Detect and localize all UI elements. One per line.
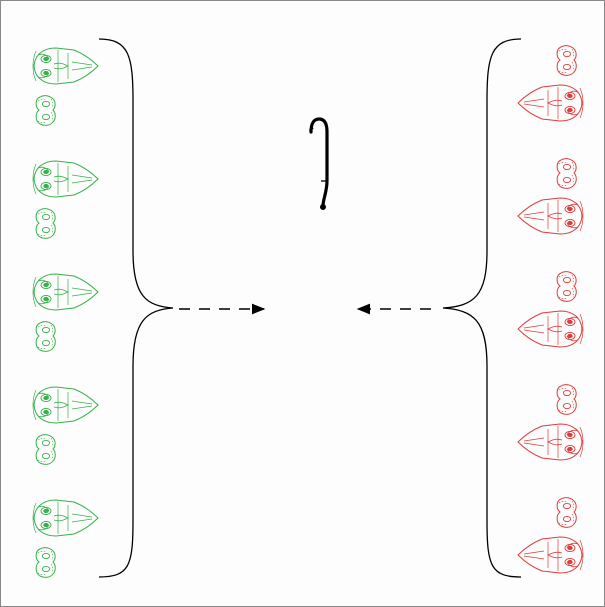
left-curly-brace xyxy=(99,39,173,577)
mask-pair-icon xyxy=(33,500,98,577)
mask-pair-icon xyxy=(518,272,583,347)
mask-pair-icon xyxy=(518,46,583,121)
mask-pair-icon xyxy=(518,385,583,460)
cane-icon xyxy=(310,119,327,210)
eye-mask-icon xyxy=(36,548,55,578)
eye-mask-icon xyxy=(36,96,55,126)
mask-pair-icon xyxy=(33,387,98,464)
mask-pair-icon xyxy=(518,498,583,573)
eye-mask-icon xyxy=(36,209,55,239)
eye-mask-icon xyxy=(557,159,576,189)
right-curly-brace xyxy=(443,39,521,577)
bauta-mask-icon xyxy=(518,424,583,460)
mask-pair-icon xyxy=(33,274,98,351)
eye-mask-icon xyxy=(36,435,55,465)
bauta-mask-icon xyxy=(518,311,583,347)
left-mask-group xyxy=(33,48,98,577)
bauta-mask-icon xyxy=(518,198,583,234)
bauta-mask-icon xyxy=(33,48,98,84)
bauta-mask-icon xyxy=(33,274,98,310)
mask-pair-icon xyxy=(33,161,98,238)
eye-mask-icon xyxy=(557,385,576,415)
eye-mask-icon xyxy=(557,46,576,76)
bauta-mask-icon xyxy=(518,537,583,573)
eye-mask-icon xyxy=(557,498,576,528)
eye-mask-icon xyxy=(557,272,576,302)
right-mask-group xyxy=(518,46,583,573)
eye-mask-icon xyxy=(36,322,55,352)
bauta-mask-icon xyxy=(33,500,98,536)
mask-pair-icon xyxy=(518,159,583,234)
bauta-mask-icon xyxy=(33,387,98,423)
bauta-mask-icon xyxy=(33,161,98,197)
bauta-mask-icon xyxy=(518,85,583,121)
mask-pair-icon xyxy=(33,48,98,125)
